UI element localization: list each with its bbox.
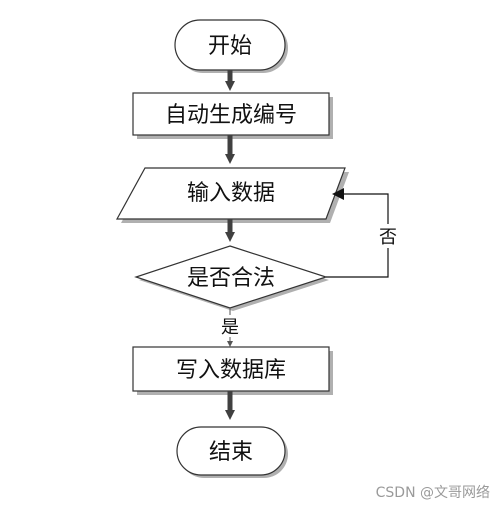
- generate-id-node-label: 自动生成编号: [165, 103, 297, 128]
- is-valid-node: 是否合法: [134, 245, 329, 311]
- end-node: 结束: [176, 426, 288, 478]
- generate-id-node: 自动生成编号: [132, 92, 333, 139]
- input-data-node-label: 输入数据: [187, 181, 275, 206]
- yes-branch-label: 是: [221, 317, 239, 338]
- write-db-node-label: 写入数据库: [176, 358, 286, 383]
- write-db-node: 写入数据库: [132, 346, 333, 395]
- no-branch-label: 否: [379, 227, 397, 248]
- start-node-label: 开始: [208, 34, 252, 59]
- watermark-text: CSDN @文哥网络: [376, 485, 490, 501]
- input-data-node: 输入数据: [115, 167, 349, 223]
- no-label-bg: [374, 224, 402, 248]
- is-valid-node-label: 是否合法: [187, 266, 275, 291]
- start-node: 开始: [174, 19, 288, 73]
- yes-label-bg: [218, 315, 242, 337]
- end-node-label: 结束: [209, 440, 253, 465]
